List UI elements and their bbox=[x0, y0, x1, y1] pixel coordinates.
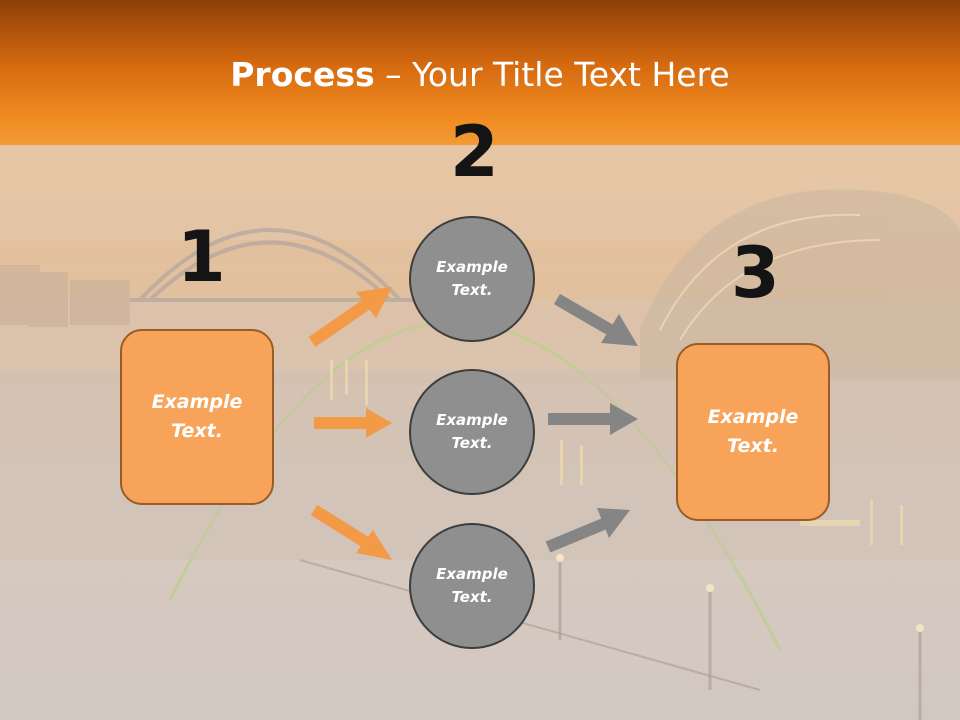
gray-arrow-up-shaft bbox=[545, 517, 609, 553]
step-number-2: 2 bbox=[450, 111, 499, 193]
title-regular: – Your Title Text Here bbox=[374, 55, 730, 94]
circle-middle-text: Example Text. bbox=[436, 411, 508, 452]
header-band: Process – Your Title Text Here bbox=[0, 0, 960, 145]
circle-bottom-text: Example Text. bbox=[436, 565, 508, 606]
step-2-circle-middle: Example Text. bbox=[409, 369, 535, 495]
orange-arrow-up-shaft bbox=[308, 297, 374, 347]
title-bold: Process bbox=[230, 55, 375, 94]
gray-arrow-mid-head bbox=[610, 403, 638, 435]
orange-arrow-down-head bbox=[356, 530, 392, 560]
gray-arrow-down-shaft bbox=[553, 293, 616, 337]
step-number-1: 1 bbox=[177, 216, 226, 298]
slide-title: Process – Your Title Text Here bbox=[0, 55, 960, 94]
step-1-box-text: Example Text. bbox=[151, 391, 243, 442]
step-number-3: 3 bbox=[731, 232, 780, 314]
gray-arrow-down-head bbox=[601, 314, 638, 346]
orange-arrow-mid-head bbox=[366, 408, 392, 438]
orange-arrow-up-head bbox=[356, 287, 392, 318]
step-1-box: Example Text. bbox=[120, 329, 274, 505]
orange-arrow-down-shaft bbox=[310, 504, 374, 551]
circle-top-text: Example Text. bbox=[436, 258, 508, 299]
step-2-circle-bottom: Example Text. bbox=[409, 523, 535, 649]
step-3-box: Example Text. bbox=[676, 343, 830, 521]
gray-arrow-up-head bbox=[597, 508, 630, 538]
step-3-box-text: Example Text. bbox=[707, 406, 799, 457]
step-2-circle-top: Example Text. bbox=[409, 216, 535, 342]
